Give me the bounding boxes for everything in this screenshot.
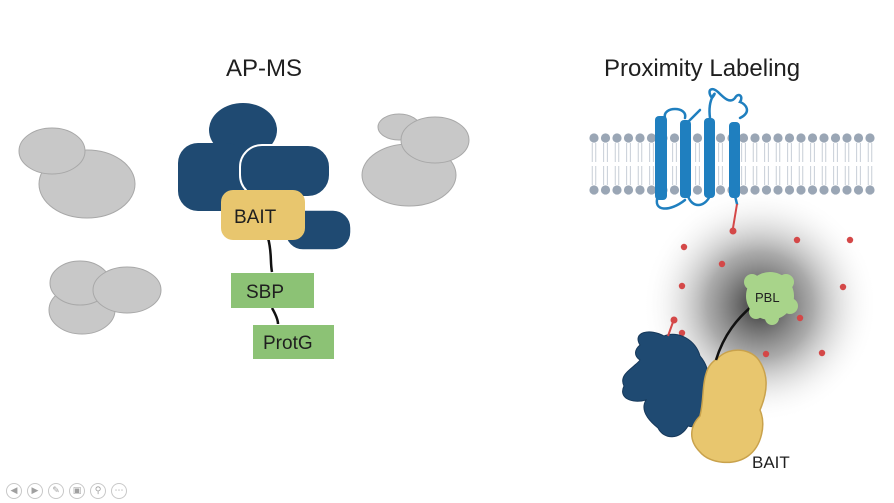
slides-icon[interactable]: ▣ <box>69 483 85 499</box>
lipid-head <box>796 185 806 195</box>
lipid-head <box>623 133 634 143</box>
lipid-head <box>761 185 772 195</box>
lipid-head <box>635 185 645 195</box>
lipid-head <box>692 133 703 143</box>
grey-protein-complex-bottom-left <box>48 260 162 335</box>
lipid-head <box>738 185 749 195</box>
grey-protein-complex-top-right <box>361 113 470 207</box>
lipid-head <box>600 185 611 195</box>
proximity-labeling-title: Proximity Labeling <box>604 55 801 82</box>
lipid-head <box>669 185 680 195</box>
lipid-head <box>773 185 783 195</box>
label-dot <box>796 314 804 322</box>
ap-ms-title: AP-MS <box>226 55 303 82</box>
lipid-head <box>600 133 611 143</box>
label-dot <box>718 260 726 268</box>
lipid-head <box>589 133 599 143</box>
lipid-head <box>669 133 680 143</box>
label-dot <box>678 329 686 337</box>
sbp-label: SBP <box>246 282 284 303</box>
pbl-label: PBL <box>755 290 780 305</box>
lipid-head <box>646 133 657 143</box>
lipid-head <box>692 185 703 195</box>
lipid-head <box>784 133 795 143</box>
biotin-label-dots <box>678 236 854 358</box>
lipid-head <box>842 185 852 195</box>
lipid-head <box>865 133 875 143</box>
label-dot <box>678 282 686 290</box>
zoom-icon[interactable]: ⚲ <box>90 483 106 499</box>
lipid-head <box>589 185 599 195</box>
lipid-head <box>865 185 875 195</box>
bait-label: BAIT <box>234 207 277 228</box>
more-icon[interactable]: ⋯ <box>111 483 127 499</box>
lipid-head <box>784 185 795 195</box>
label-dot <box>762 350 770 358</box>
lipid-head <box>819 185 829 195</box>
lipid-head <box>761 133 772 143</box>
prev-icon[interactable]: ◀ <box>6 483 22 499</box>
lipid-head <box>830 133 841 143</box>
pbl-tether-line <box>714 305 753 361</box>
lipid-head <box>807 185 818 195</box>
label-dot <box>839 283 847 291</box>
bait-box: BAIT <box>221 190 305 240</box>
lipid-head <box>738 133 749 143</box>
bait-label-right: BAIT <box>752 453 790 472</box>
label-dot <box>846 236 854 244</box>
protg-label: ProtG <box>263 333 313 354</box>
lipid-head <box>612 133 622 143</box>
lipid-head <box>830 185 841 195</box>
lipid-head <box>750 133 760 143</box>
lipid-head <box>807 133 818 143</box>
bait-tether-line <box>266 237 280 325</box>
navy-interactor-protein <box>622 316 710 438</box>
slide-toolbar: ◀ ▶ ✎ ▣ ⚲ ⋯ <box>6 483 127 499</box>
lipid-head <box>853 133 864 143</box>
lipid-head <box>842 133 852 143</box>
sbp-tag: SBP <box>231 273 314 308</box>
membrane-receptor <box>655 87 749 210</box>
lipid-head <box>623 185 634 195</box>
lipid-head <box>819 133 829 143</box>
lipid-head <box>796 133 806 143</box>
grey-protein-complex-top-left <box>18 127 136 219</box>
lipid-head <box>853 185 864 195</box>
lipid-head <box>750 185 760 195</box>
lipid-head <box>715 133 726 143</box>
lipid-head <box>635 133 645 143</box>
lipid-head <box>715 185 726 195</box>
pen-icon[interactable]: ✎ <box>48 483 64 499</box>
lipid-head <box>612 185 622 195</box>
lipid-head <box>773 133 783 143</box>
lipid-head <box>646 185 657 195</box>
label-dot <box>818 349 826 357</box>
protg-tag: ProtG <box>253 325 334 359</box>
next-icon[interactable]: ▶ <box>27 483 43 499</box>
label-dot <box>793 236 801 244</box>
label-dot <box>680 243 688 251</box>
labeled-receptor-tag <box>729 203 738 235</box>
pbl-enzyme: PBL <box>744 272 798 325</box>
bait-protein-right <box>691 349 767 464</box>
